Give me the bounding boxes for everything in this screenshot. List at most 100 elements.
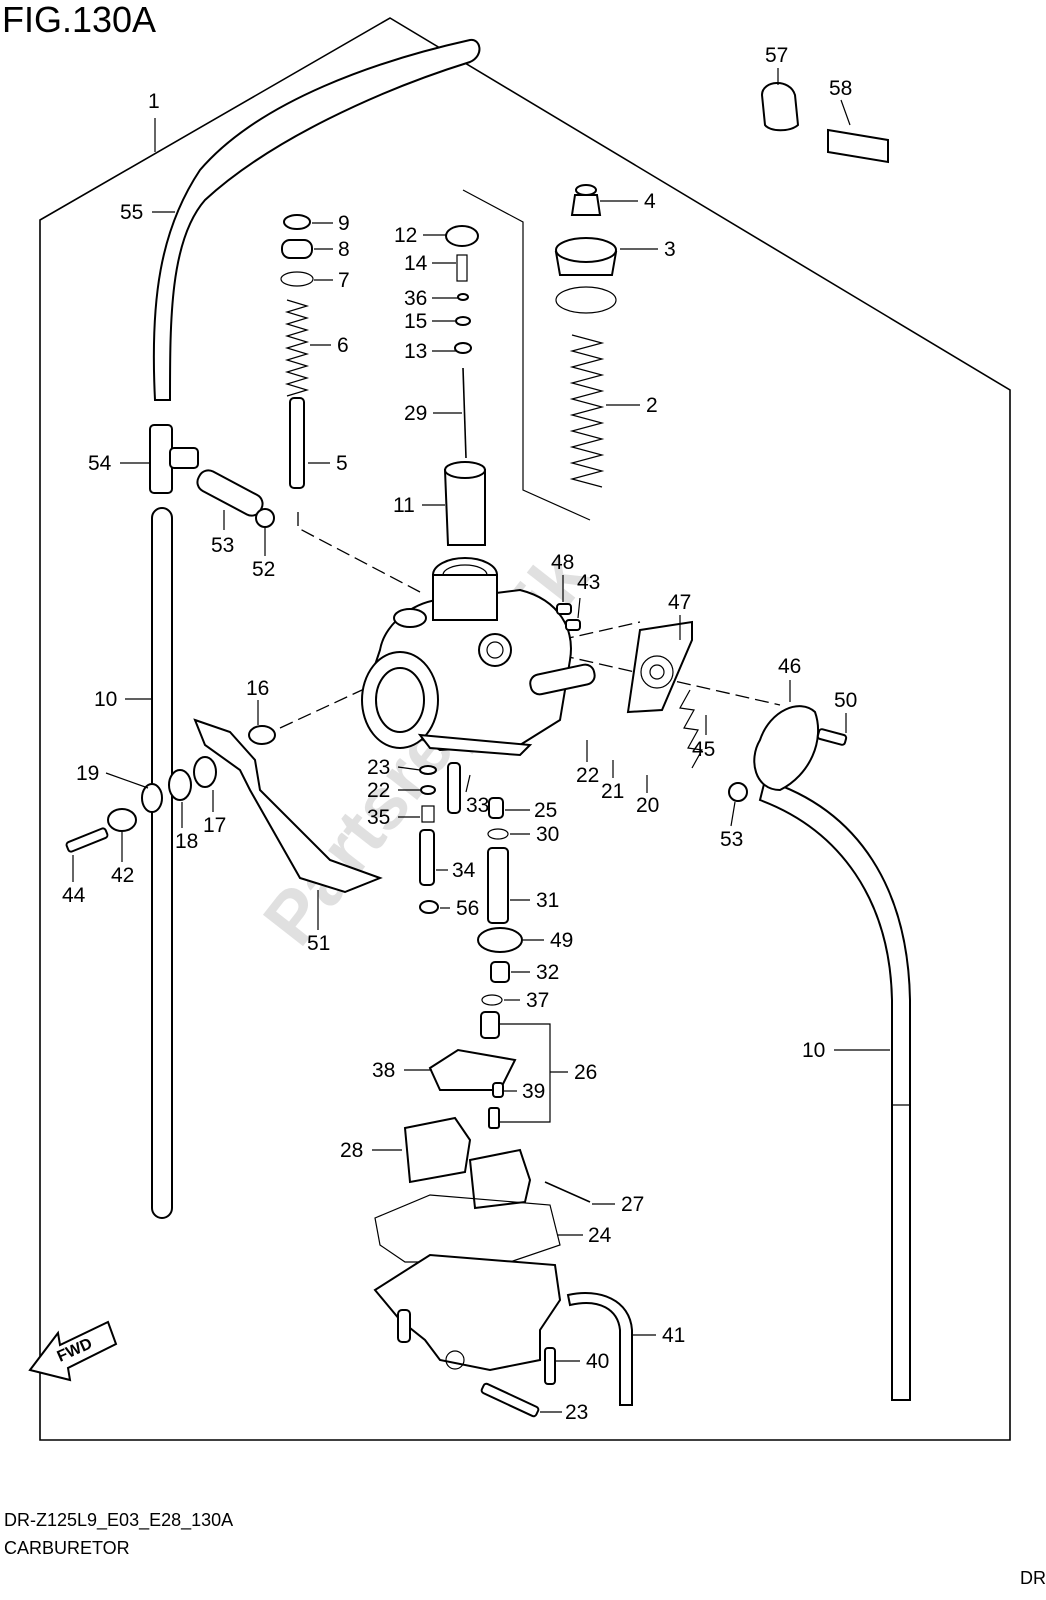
callout-label-37: 37 [526,989,549,1012]
spring-6 [284,299,310,397]
float-29 [403,1116,472,1184]
callout-labels: 1234567891010111213141516171819202122222… [62,44,857,1424]
callout-label-56: 56 [456,897,479,920]
callout-label-39: 39 [522,1080,545,1103]
washer-43 [107,808,137,832]
callout-label-42: 42 [111,864,134,887]
callout-label-38: 38 [372,1059,395,1082]
callout-label-30: 30 [536,823,559,846]
callout-label-45: 45 [692,738,715,761]
nut-8 [281,239,313,259]
clamp-53-right [728,782,748,802]
callout-label-49: 49 [550,929,573,952]
callout-label-2: 2 [646,394,658,417]
callout-label-31: 31 [536,889,559,912]
main-jet-holder-32 [487,847,509,924]
callout-leaders [72,68,890,1413]
callout-label-40: 40 [586,1350,609,1373]
o-ring-7 [280,271,314,287]
callout-label-43: 43 [577,571,600,594]
callout-label-47: 47 [668,591,691,614]
callout-label-29: 29 [404,402,427,425]
clamp-59 [827,128,889,164]
figure-title: FIG.130A [2,0,157,40]
float-bowl [373,1253,562,1372]
callout-label-10: 10 [94,688,117,711]
callout-label-41: 41 [662,1324,685,1347]
screw-45 [65,827,109,853]
washer-18 [168,769,192,801]
callout-label-36: 36 [404,287,427,310]
diaphragm-48 [626,620,693,714]
callout-label-48: 48 [551,551,574,574]
needle-valve [488,1107,500,1129]
callout-label-13: 13 [404,340,427,363]
o-ring-31 [487,828,509,840]
fwd-arrow: FWD [28,1320,118,1382]
starter-plunger-5 [289,397,305,489]
spring-14 [456,254,468,282]
washer-19 [141,783,163,813]
float-bowl-gasket-25 [374,1194,561,1263]
valve-seat-27 [480,1011,500,1039]
callout-label-28: 28 [340,1139,363,1162]
callout-label-22: 22 [367,779,390,802]
callout-label-50: 50 [834,689,857,712]
screw-44 [565,619,581,631]
callout-label-14: 14 [404,252,428,275]
callout-label-46: 46 [778,655,801,678]
main-jet-33 [490,961,510,983]
seat-13 [454,342,472,354]
washer-16 [248,725,276,745]
callout-leader-19 [105,772,149,789]
callout-label-44: 44 [62,884,86,907]
hose-54 [196,469,264,517]
callout-leader-58 [840,99,851,126]
drain-hose-right-10 [758,778,911,1401]
jet-26 [488,797,504,819]
jet-needle-30 [462,367,467,459]
callout-label-20: 20 [636,794,659,817]
clip-37 [457,293,469,301]
diagram-code: DR-Z125L9_E03_E28_130A [4,1510,234,1530]
callout-label-22: 22 [576,764,599,787]
callout-label-52: 52 [252,558,275,581]
callout-label-15: 15 [404,310,427,333]
callout-label-17: 17 [203,814,226,837]
overflow-hose-56 [152,38,481,401]
screw-12 [445,225,479,247]
gasket-ring [555,286,617,314]
callout-label-18: 18 [175,830,198,853]
callout-leader-43 [577,597,581,619]
drain-hose-left-10 [151,507,173,1219]
plate-39 [428,1048,517,1091]
cover-47 [753,705,820,792]
callout-label-19: 19 [76,762,99,785]
callout-label-55: 55 [120,201,143,224]
callout-label-3: 3 [664,238,676,261]
callout-label-12: 12 [394,224,417,247]
callout-leader-53 [730,801,736,827]
washer-22 [420,785,436,795]
callout-label-21: 21 [601,780,624,803]
washer-15 [455,316,471,326]
throttle-valve-11 [443,469,486,546]
callout-label-11: 11 [393,494,415,517]
callout-label-54: 54 [88,452,112,475]
spring-46 [679,689,703,769]
callout-label-53: 53 [720,828,743,851]
callout-label-10: 10 [802,1039,825,1062]
callout-label-7: 7 [338,269,350,292]
callout-label-25: 25 [534,799,557,822]
callout-label-51: 51 [307,932,330,955]
callout-label-23: 23 [565,1401,588,1424]
o-ring-23 [419,765,437,775]
screw-40 [492,1082,504,1098]
cap-4 [570,194,602,216]
callout-label-23: 23 [367,756,390,779]
callout-label-34: 34 [452,859,476,882]
screw-49 [556,603,572,615]
callout-leader-33 [465,774,471,793]
callout-leader-23 [397,766,421,771]
screw-41 [544,1347,556,1385]
